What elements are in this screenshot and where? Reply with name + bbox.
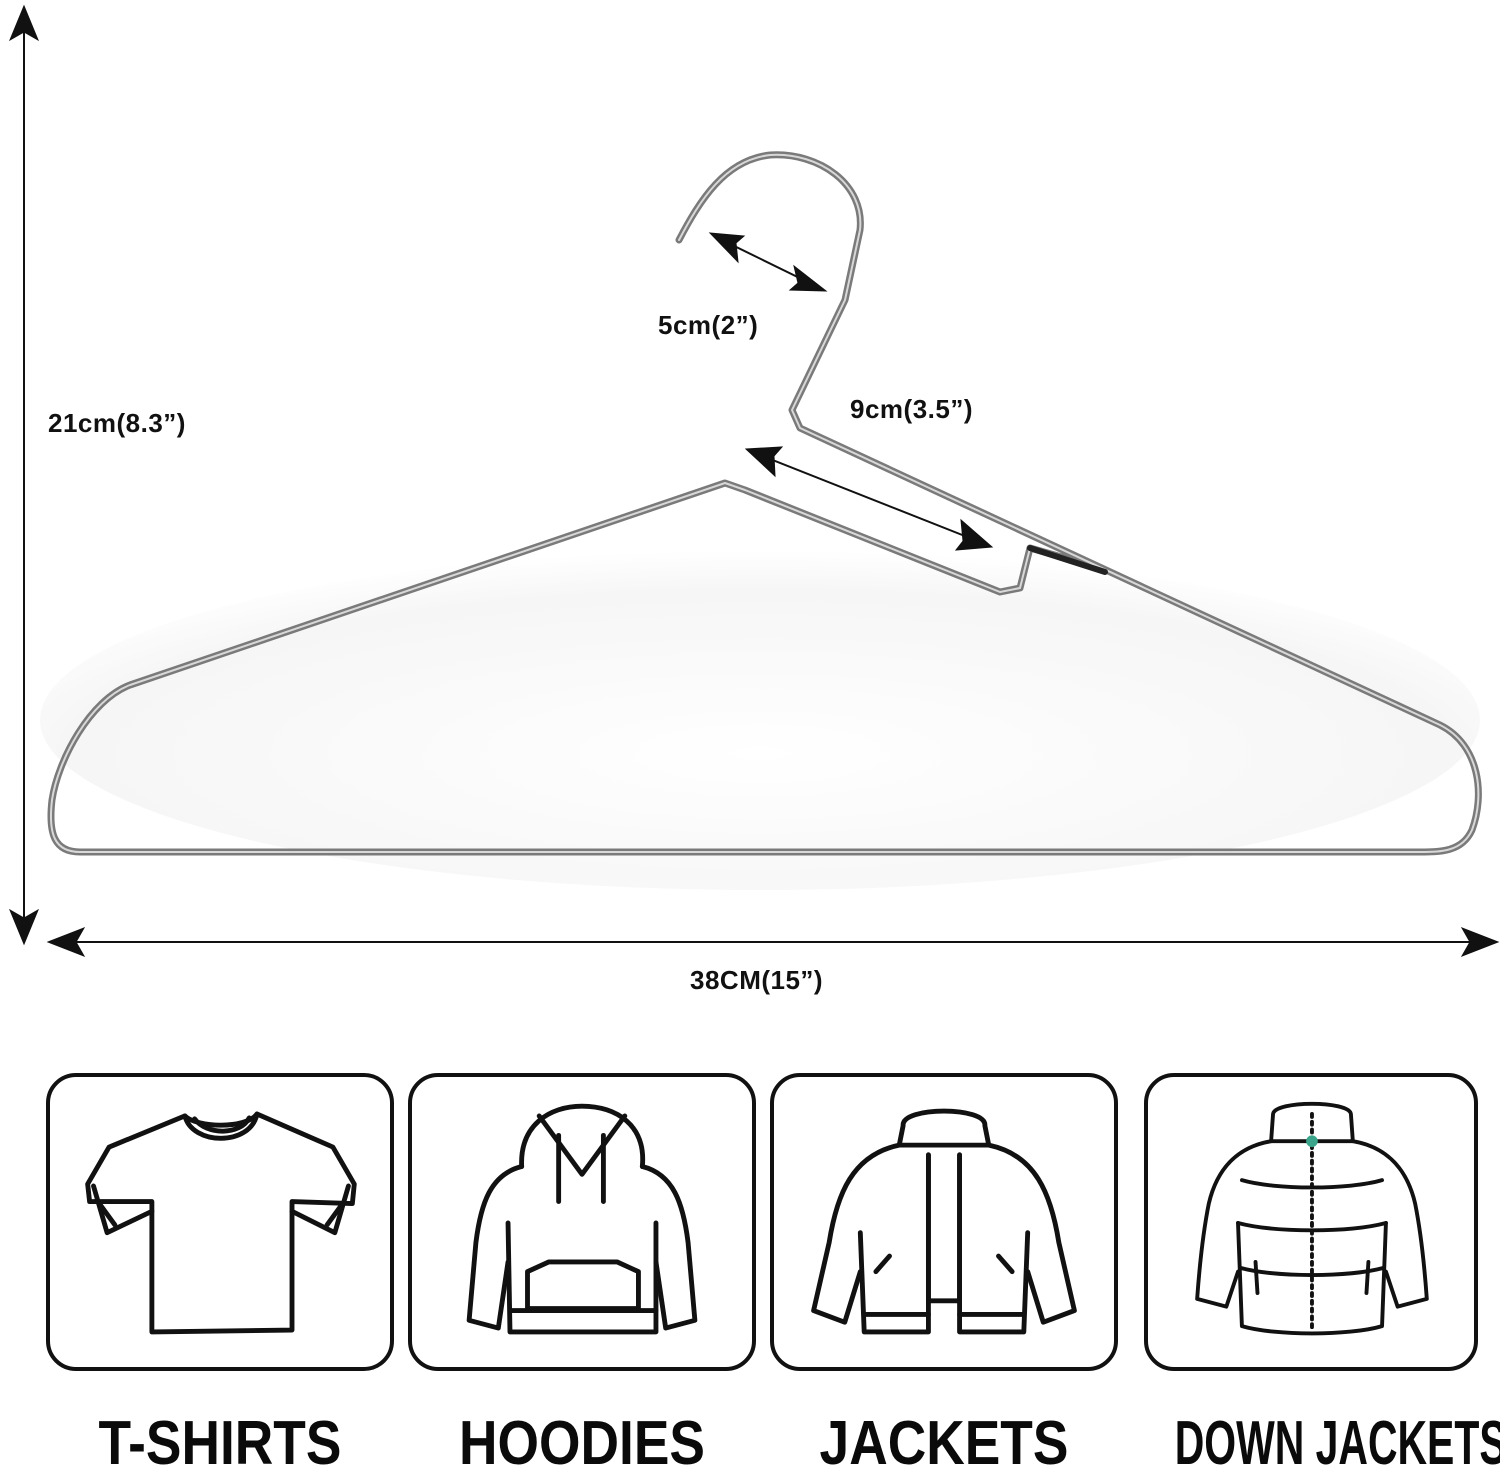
down-jacket-icon xyxy=(1195,1101,1429,1336)
width-label: 38CM(15”) xyxy=(690,965,824,995)
category-card-t-shirts xyxy=(46,1073,394,1371)
jacket-icon xyxy=(811,1108,1077,1335)
t-shirt-icon xyxy=(85,1111,357,1335)
shoulder-label: 9cm(3.5”) xyxy=(850,394,973,424)
height-label: 21cm(8.3”) xyxy=(48,408,186,438)
category-card-jackets xyxy=(770,1073,1118,1371)
height-arrow xyxy=(8,4,40,946)
wire-hanger xyxy=(47,151,1482,856)
hook-label: 5cm(2”) xyxy=(658,310,759,340)
shoulder-arrow xyxy=(744,446,994,551)
width-arrow xyxy=(46,927,1500,957)
hoodie-icon xyxy=(466,1103,698,1335)
category-label-hoodies: HOODIES xyxy=(459,1409,705,1478)
category-label-down-jackets: DOWN JACKETS xyxy=(1174,1409,1500,1478)
hanger-diagram xyxy=(8,4,1500,957)
category-label-jackets: JACKETS xyxy=(819,1409,1069,1478)
category-card-down-jackets xyxy=(1144,1073,1478,1371)
hook-arrow xyxy=(708,232,828,292)
category-label-t-shirts: T-SHIRTS xyxy=(98,1409,342,1478)
hanger-shadow xyxy=(40,550,1480,890)
category-card-hoodies xyxy=(408,1073,756,1371)
